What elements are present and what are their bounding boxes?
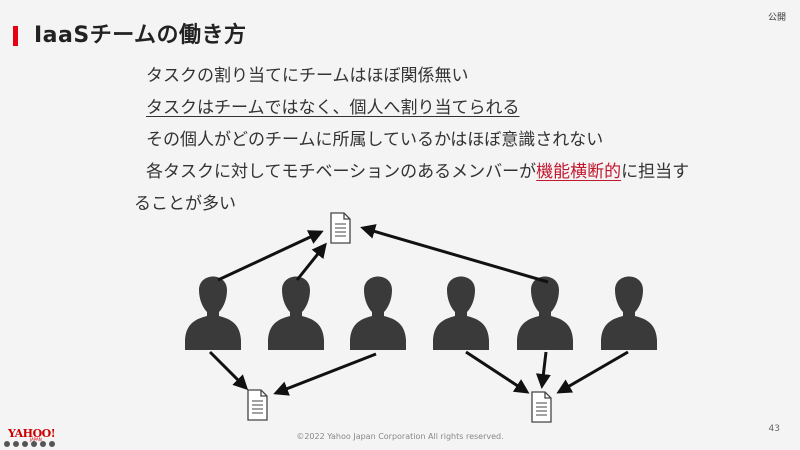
bullet-line-1: タスクの割り当てにチームはほぼ関係無い [146,66,469,86]
person-icon-2 [268,276,324,350]
arrow-p3-left [273,352,377,396]
more-options-icon[interactable] [49,441,55,447]
arrow-p4-right [465,350,530,394]
visibility-label: 公開 [767,13,786,23]
arrow-p6-right [556,350,629,394]
task-document-icon-top [330,212,351,244]
yahoo-logo-sub: JAPAN [30,437,42,442]
task-document-icon-right [531,391,552,423]
person-icon-4 [433,276,489,350]
prev-slide-icon[interactable] [4,441,10,447]
bullet-line-5: ることが多い [134,194,236,214]
line4-before: 各タスクに対してモチベーションのあるメンバーが [146,162,537,182]
page-number: 43 [768,424,780,434]
arrow-p5-right [535,351,551,389]
arrow-p2-top [295,242,327,281]
copyright-notice: ©2022 Yahoo Japan Corporation All rights… [296,432,504,441]
grid-view-icon[interactable] [31,441,37,447]
person-icon-3 [350,276,406,350]
pen-tool-icon[interactable] [13,441,19,447]
title-accent-bar [13,26,18,46]
person-icon-6 [601,276,657,350]
person-icon-1 [185,276,241,350]
arrow-p5-top [360,224,549,284]
zoom-icon[interactable] [40,441,46,447]
bullet-line-4: 各タスクに対してモチベーションのあるメンバーが機能横断的に担当す [146,156,746,188]
slide-body: タスクの割り当てにチームはほぼ関係無い タスクはチームではなく、個人へ割り当てら… [134,60,746,220]
arrow-p1-left [208,350,249,391]
yahoo-logo: YAHOO! [8,427,56,440]
slide-title: IaaSチームの働き方 [34,23,247,48]
line4-after: に担当す [621,162,690,182]
bullet-line-2: タスクはチームではなく、個人へ割り当てられる [146,98,520,118]
cross-functional-highlight: 機能横断的 [536,162,622,182]
person-icon-5 [517,276,573,350]
laser-icon[interactable] [22,441,28,447]
task-document-icon-left [247,389,268,421]
bullet-line-3: その個人がどのチームに所属しているかはほぼ意識されない [146,130,604,150]
arrow-p1-top [217,230,324,282]
presenter-toolbar[interactable] [4,441,55,447]
